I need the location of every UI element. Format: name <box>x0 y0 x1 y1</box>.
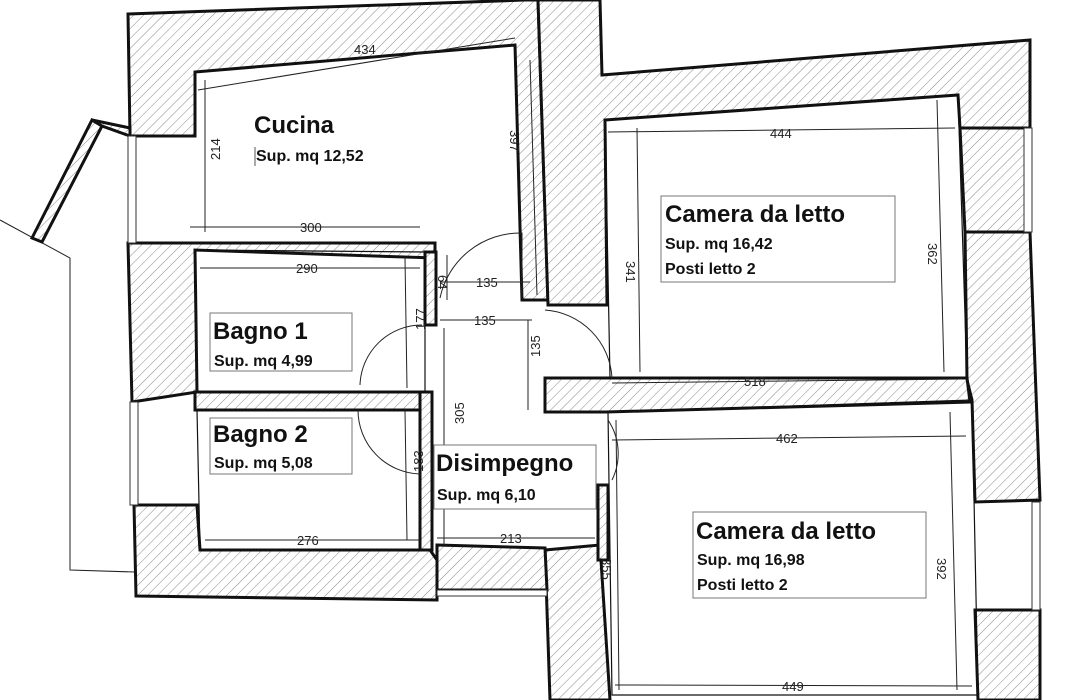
bagno1-outline <box>194 249 426 393</box>
label-cucina: Cucina Sup. mq 12,52 <box>254 112 364 166</box>
room-area-bagno1: Sup. mq 4,99 <box>214 353 313 370</box>
window-cucina <box>127 135 137 244</box>
label-bagno2: Bagno 2 Sup. mq 5,08 <box>209 417 353 475</box>
wall-right-upper <box>958 126 1032 234</box>
room-area-disimpegno: Sup. mq 6,10 <box>437 487 536 504</box>
dim-bagno2-bottom: 276 <box>297 533 319 548</box>
label-bagno1: Bagno 1 Sup. mq 4,99 <box>209 312 353 372</box>
cucina-outline <box>194 44 523 299</box>
partition-bagno-middle <box>193 390 432 412</box>
door-camera2 <box>607 419 619 481</box>
door-cucina <box>439 232 523 299</box>
room-name-disimpegno: Disimpegno <box>436 450 573 477</box>
wall-bottom-hall <box>543 543 612 700</box>
dim-hall-door-mid: 135 <box>474 313 496 328</box>
room-name-bagno2: Bagno 2 <box>213 421 308 448</box>
dim-bagno1-side: 177 <box>413 308 428 330</box>
room-area-bagno2: Sup. mq 5,08 <box>214 455 313 472</box>
dim-cucina-right: 397 <box>507 130 522 152</box>
door-bagno2 <box>357 409 421 475</box>
window-hall-bottom <box>436 589 548 597</box>
dim-camera1-bottom: 518 <box>744 374 766 389</box>
window-bagno1 <box>129 401 139 506</box>
wall-left-bagno2 <box>132 503 439 602</box>
door-bagno1 <box>359 324 423 386</box>
room-beds-camera1: Posti letto 2 <box>665 261 756 278</box>
dim-camera2-right: 392 <box>934 558 949 580</box>
window-camera2 <box>1031 501 1041 611</box>
dim-camera1-top: 444 <box>770 126 792 141</box>
label-camera2: Camera da letto Sup. mq 16,98 Posti lett… <box>692 511 927 599</box>
room-beds-camera2: Posti letto 2 <box>697 577 788 594</box>
label-camera1: Camera da letto Sup. mq 16,42 Posti lett… <box>660 195 896 283</box>
room-name-bagno1: Bagno 1 <box>213 318 308 345</box>
dim-bagno1-top: 290 <box>296 261 318 276</box>
balcony-outline <box>0 219 135 573</box>
window-camera1 <box>1023 127 1033 233</box>
bagno2-outline <box>196 409 421 551</box>
wall-hall-bottom-left <box>435 543 549 592</box>
dim-cucina-left: 214 <box>208 138 223 160</box>
dim-camera1-right: 362 <box>925 243 940 265</box>
room-area-cucina: Sup. mq 12,52 <box>256 148 364 165</box>
label-disimpegno: Disimpegno Sup. mq 6,10 <box>433 444 597 510</box>
camera1-outline <box>604 94 968 379</box>
dimension-lines <box>190 37 973 691</box>
dim-cucina-bottom: 300 <box>300 220 322 235</box>
camera2-outline <box>607 399 979 696</box>
dim-hall-bottom: 213 <box>500 531 522 546</box>
dim-hall-door-top: 135 <box>476 275 498 290</box>
dim-camera2-bottom: 449 <box>782 679 804 694</box>
balcony-rail <box>29 117 104 244</box>
room-name-camera1: Camera da letto <box>665 201 845 228</box>
dim-camera2-left: 355 <box>599 558 614 580</box>
wall-right-middle <box>963 230 1042 504</box>
wall-right-lower <box>973 608 1042 700</box>
room-area-camera1: Sup. mq 16,42 <box>665 236 773 253</box>
room-name-camera2: Camera da letto <box>696 518 876 545</box>
dim-hall-small: 64 <box>435 275 450 289</box>
partition-camera2-left <box>596 483 610 562</box>
dim-camera1-left: 341 <box>623 261 638 283</box>
dim-hall-height: 305 <box>452 402 467 424</box>
room-name-cucina: Cucina <box>254 112 335 139</box>
dim-cucina-top: 434 <box>354 42 376 57</box>
dim-camera2-top: 462 <box>776 431 798 446</box>
door-camera1 <box>544 309 613 379</box>
dim-hall-door-side: 135 <box>528 335 543 357</box>
room-area-camera2: Sup. mq 16,98 <box>697 552 805 569</box>
dim-bagno2-side: 183 <box>411 450 426 472</box>
